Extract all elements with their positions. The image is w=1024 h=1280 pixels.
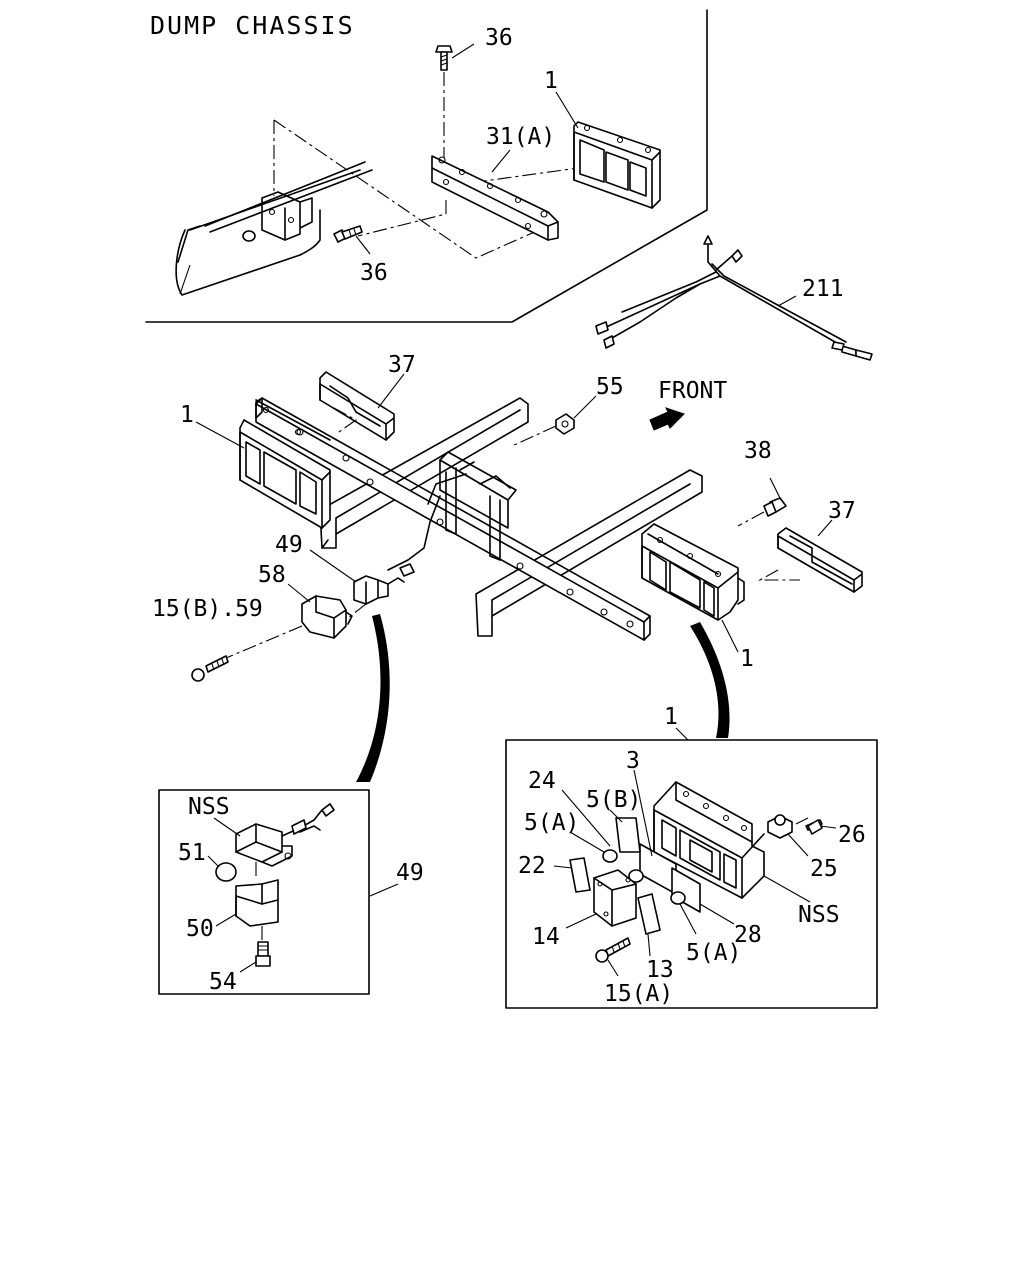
detail49-50: 50 — [186, 916, 214, 942]
rear-lamp-top — [573, 121, 661, 209]
detail49-51: 51 — [178, 840, 206, 866]
front-arrow: FRONT — [649, 378, 727, 431]
callout-15b-59: 15(B).59 — [152, 596, 263, 622]
detail1-13: 13 — [646, 957, 674, 983]
callout-58: 58 — [258, 562, 286, 588]
switch-49-assembly — [191, 563, 415, 682]
detail-box-49: NSS 51 50 54 49 — [158, 789, 424, 995]
callout-36-top: 36 — [485, 25, 513, 51]
detail1-5a-bottom: 5(A) — [686, 940, 741, 966]
callout-49: 49 — [275, 532, 303, 558]
rear-lamp-left — [239, 397, 331, 529]
chassis-beam — [175, 161, 373, 296]
callout-37-right: 37 — [828, 498, 856, 524]
lamp-cover-37-left — [319, 371, 395, 441]
bolt-36-bottom — [333, 225, 363, 243]
detail1-3: 3 — [626, 748, 640, 774]
callout-1-left: 1 — [180, 402, 194, 428]
detail1-25: 25 — [810, 856, 838, 882]
callout-37-left: 37 — [388, 352, 416, 378]
callout-36-bottom: 36 — [360, 260, 388, 286]
detail1-28: 28 — [734, 922, 762, 948]
bracket-31a — [431, 155, 559, 241]
lamp-cover-37-right: 37 — [757, 498, 863, 593]
callout-31a: 31(A) — [486, 124, 555, 150]
detail49-ref: 49 — [396, 860, 424, 886]
callout-1-right: 1 — [740, 646, 754, 672]
wire-harness-211: 211 — [595, 235, 873, 361]
detail1-5b: 5(B) — [586, 787, 641, 813]
callout-1-top: 1 — [544, 68, 558, 94]
detail1-15a: 15(A) — [604, 981, 673, 1007]
detail-pointer-1 — [690, 622, 730, 738]
frame-assembly — [255, 397, 703, 641]
bolt-36-top — [435, 45, 453, 71]
detail-box-1: 1 — [505, 704, 878, 1009]
nut-55 — [511, 413, 575, 447]
detail49-nss: NSS — [188, 794, 230, 820]
bolt-38: 38 — [737, 438, 787, 527]
detail1-nss: NSS — [798, 902, 840, 928]
diagram-title: DUMP CHASSIS — [150, 11, 355, 40]
detail1-24: 24 — [528, 768, 556, 794]
rear-lamp-right — [641, 523, 745, 621]
dump-chassis-inset: DUMP CHASSIS — [145, 9, 708, 323]
detail1-14: 14 — [532, 924, 560, 950]
callout-211: 211 — [802, 276, 844, 302]
callout-55: 55 — [596, 374, 624, 400]
callout-detail-1: 1 — [664, 704, 678, 730]
detail-pointer-49 — [356, 614, 390, 782]
callout-38: 38 — [744, 438, 772, 464]
front-label: FRONT — [658, 378, 727, 404]
detail1-26: 26 — [838, 822, 866, 848]
detail49-54: 54 — [209, 969, 237, 995]
detail1-5a-top: 5(A) — [524, 810, 579, 836]
detail1-22: 22 — [518, 853, 546, 879]
